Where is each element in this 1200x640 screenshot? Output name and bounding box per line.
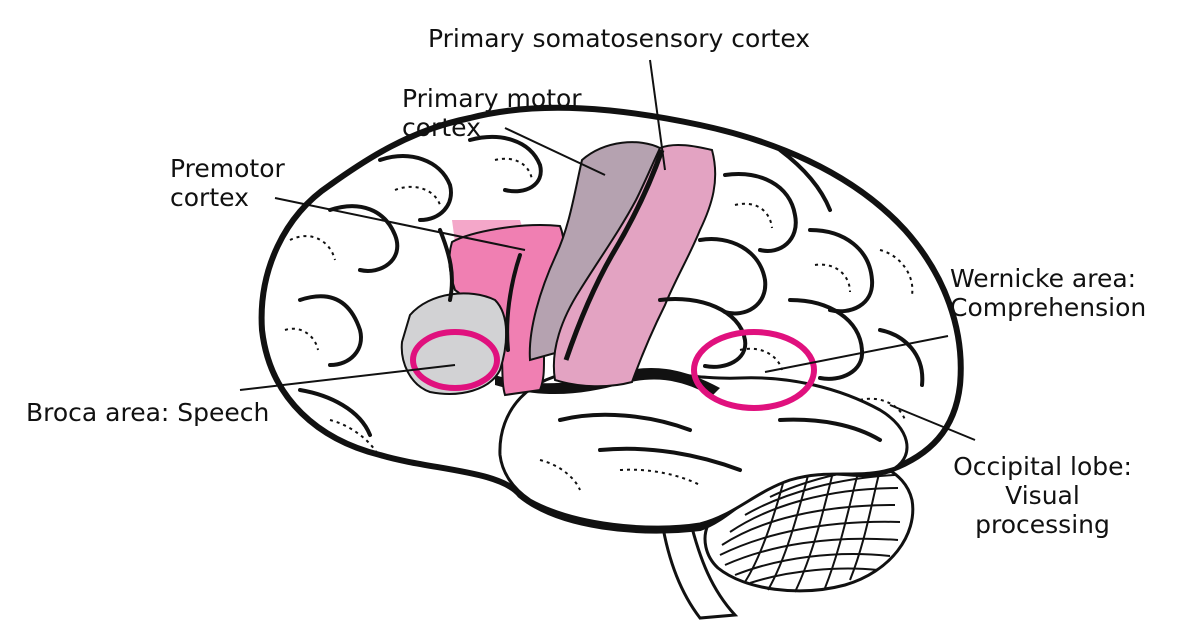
- label-occipital-line2: Visual: [1005, 481, 1080, 510]
- brain-stem: [660, 518, 739, 620]
- label-broca: Broca area: Speech: [26, 398, 269, 427]
- label-wernicke-line1: Wernicke area:: [950, 264, 1137, 293]
- label-premotor: Premotor cortex: [170, 154, 285, 212]
- somatosensory-region: [552, 143, 717, 388]
- dotted-sulci: [284, 157, 914, 491]
- leader-premotor: [274, 197, 526, 251]
- label-primary-motor-line2: cortex: [402, 113, 481, 142]
- label-occipital-line1: Occipital lobe:: [953, 452, 1132, 481]
- leader-motor: [504, 127, 606, 176]
- label-broca-text: Broca area: Speech: [26, 398, 270, 427]
- label-occipital: Occipital lobe: Visual processing: [935, 452, 1150, 539]
- leader-lines: [239, 59, 976, 441]
- label-somatosensory: Primary somatosensory cortex: [428, 24, 810, 53]
- label-premotor-line1: Premotor: [170, 154, 285, 183]
- broca-area-ring: [410, 329, 500, 391]
- leader-wernicke: [764, 335, 949, 373]
- label-primary-motor: Primary motor cortex: [402, 84, 582, 142]
- label-premotor-line2: cortex: [170, 183, 249, 212]
- leader-broca: [239, 364, 456, 391]
- cerebellum-folia: [719, 463, 901, 593]
- label-occipital-line3: processing: [975, 510, 1110, 539]
- label-somatosensory-text: Primary somatosensory cortex: [428, 24, 811, 53]
- label-wernicke-line2: Comprehension: [950, 293, 1147, 322]
- label-primary-motor-line1: Primary motor: [402, 84, 582, 113]
- central-sulcus: [563, 149, 665, 361]
- leader-occipital: [889, 404, 976, 441]
- leader-somatosensory: [649, 59, 666, 171]
- gyri-lines: [298, 135, 925, 472]
- label-wernicke: Wernicke area: Comprehension: [950, 264, 1146, 322]
- wernicke-area-ring: [691, 329, 817, 411]
